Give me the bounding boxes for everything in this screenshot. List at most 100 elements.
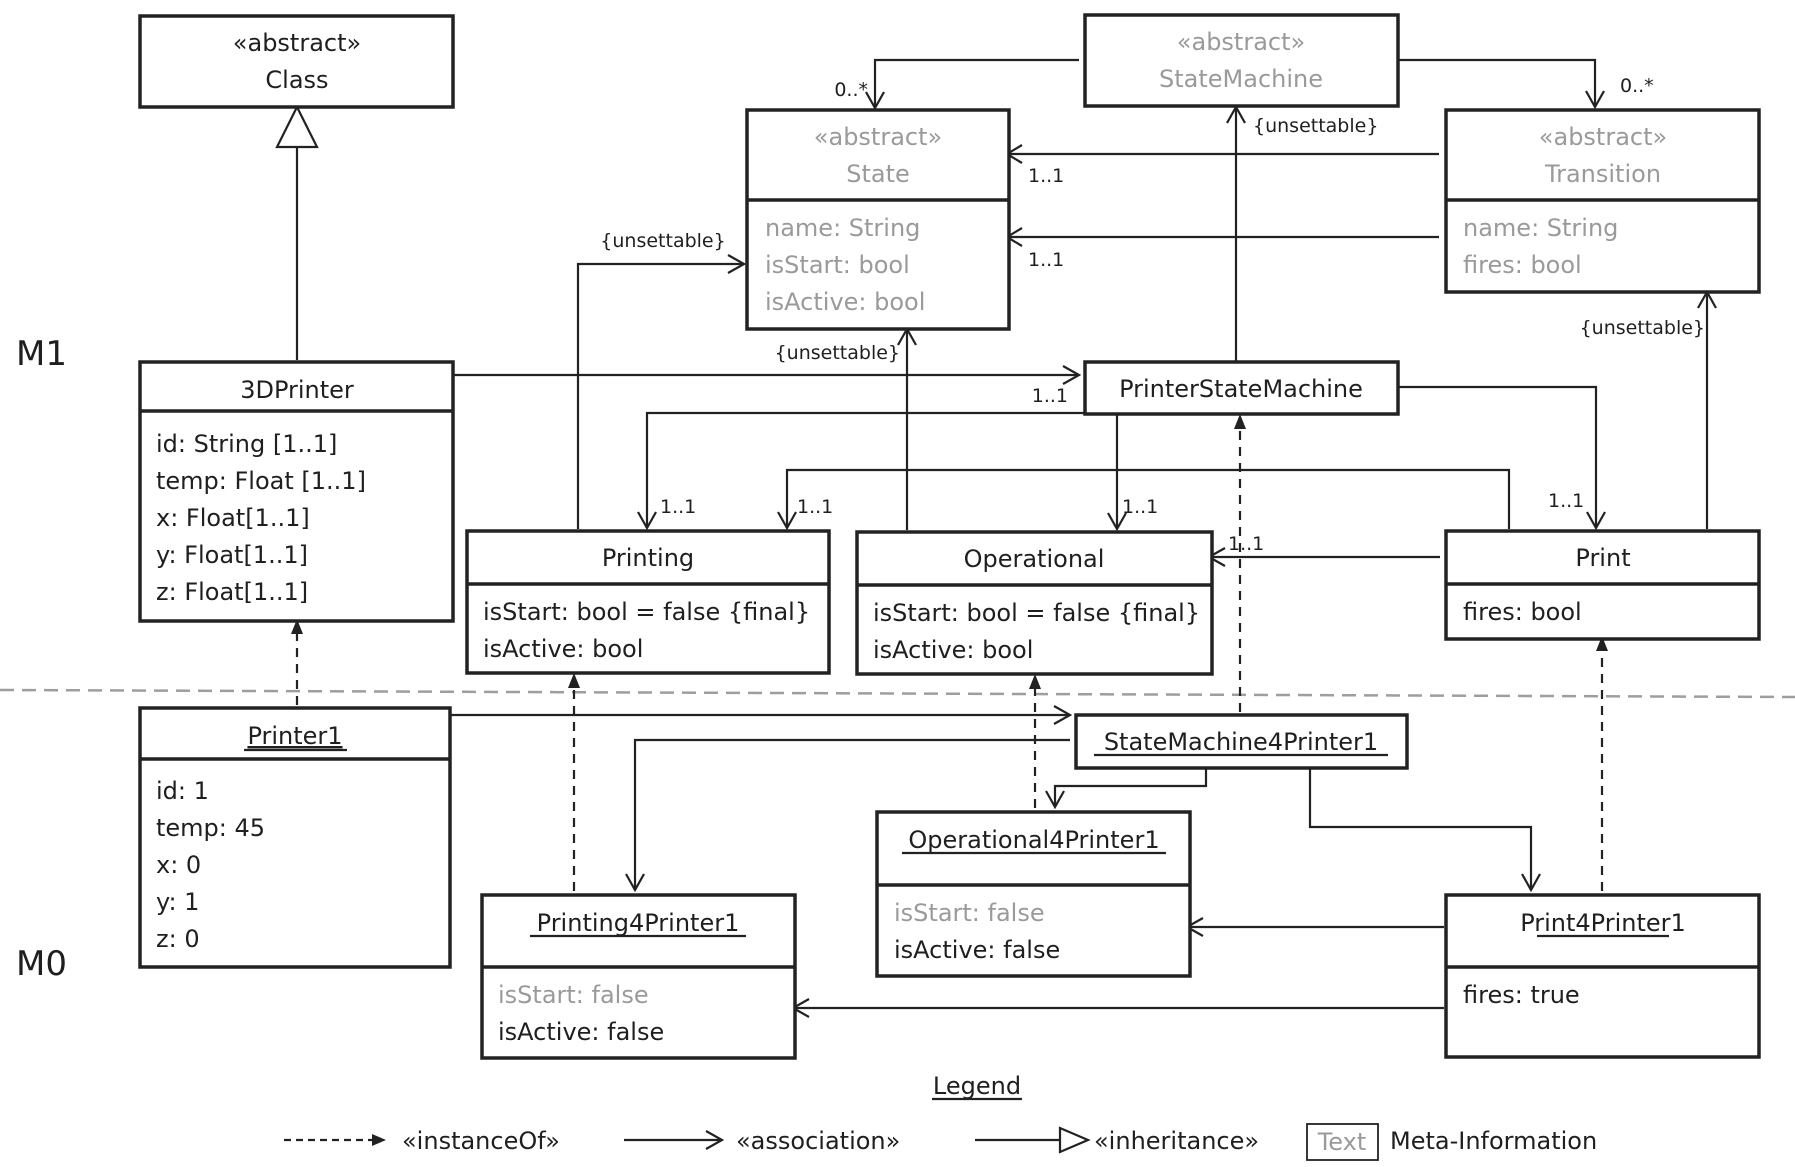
link-print4printer1-operational4printer1	[1184, 917, 1444, 937]
link-sm4printer1-printing4printer1	[625, 738, 1070, 893]
class-stereotype: «abstract»	[814, 123, 942, 151]
assoc-psm-printing: 1..1	[637, 411, 1118, 531]
assoc-statemachine-state: 0..*	[834, 58, 1079, 111]
class-name: State	[846, 160, 910, 188]
object-name: Printing4Printer1	[537, 909, 740, 937]
attribute: fires: bool	[1463, 251, 1582, 279]
attribute: isActive: false	[894, 936, 1060, 964]
arrowhead-icon	[1053, 705, 1073, 725]
attribute: x: 0	[156, 851, 201, 879]
object-name: Operational4Printer1	[908, 826, 1159, 854]
class-stereotype: «abstract»	[1177, 28, 1305, 56]
arrowhead-icon	[865, 91, 885, 111]
class-box-statemachine[interactable]: «abstract» StateMachine	[1083, 13, 1400, 108]
arrowhead-filled-icon	[1029, 674, 1041, 689]
constraint-label: {unsettable}	[600, 230, 725, 252]
attribute: id: String [1..1]	[156, 430, 337, 458]
legend-label: «inheritance»	[1094, 1127, 1259, 1155]
object-name: Print4Printer1	[1520, 909, 1686, 937]
level-label-m0: M0	[16, 944, 67, 984]
assoc-psm-print: 1..1	[1393, 385, 1606, 531]
arrowhead-filled-icon	[291, 619, 303, 634]
multiplicity-label: 1..1	[1028, 249, 1064, 271]
assoc-statemachine-transition: 0..*	[1392, 58, 1654, 110]
arrowhead-icon	[637, 511, 657, 531]
object-box-operational4printer1[interactable]: Operational4Printer1 isStart: false isAc…	[875, 810, 1192, 978]
multiplicity-label: 0..*	[1620, 75, 1654, 97]
legend-label: Meta-Information	[1390, 1127, 1597, 1155]
assoc-transition-state-target: 1..1	[1004, 227, 1439, 271]
legend: Legend «instanceOf» «association» «inher…	[284, 1072, 1597, 1161]
arrowhead-icon	[777, 511, 797, 531]
meta-sample-box	[1306, 1123, 1379, 1161]
arrowhead-icon	[1062, 365, 1082, 385]
attribute: fires: true	[1463, 981, 1580, 1009]
attribute: z: 0	[156, 925, 200, 953]
assoc-printing-state: {unsettable}	[576, 230, 747, 529]
arrowhead-icon	[705, 1130, 725, 1150]
arrowhead-icon	[1585, 90, 1605, 110]
attribute: isStart: bool	[765, 251, 910, 279]
assoc-print-transition: {unsettable}	[1580, 289, 1717, 529]
assoc-transition-state-source: 1..1	[1004, 144, 1439, 187]
constraint-label: {unsettable}	[1253, 115, 1378, 137]
object-box-printer1[interactable]: Printer1 id: 1 temp: 45 x: 0 y: 1 z: 0	[138, 706, 452, 969]
class-stereotype: «abstract»	[1539, 123, 1667, 151]
class-box-operational[interactable]: Operational isStart: bool = false {final…	[855, 530, 1214, 676]
class-name: Transition	[1544, 160, 1661, 188]
constraint-label: {unsettable}	[775, 342, 900, 364]
attribute: isActive: bool	[765, 288, 925, 316]
assoc-psm-operational: 1..1	[1107, 413, 1158, 532]
link-printer1-sm4printer1	[449, 705, 1073, 725]
instanceof-print4printer1-print	[1596, 636, 1608, 891]
constraint-label: {unsettable}	[1580, 317, 1705, 339]
class-box-print[interactable]: Print fires: bool	[1444, 529, 1761, 641]
attribute: isActive: false	[498, 1018, 664, 1046]
legend-meta-information: Text Meta-Information	[1306, 1123, 1597, 1161]
class-name: StateMachine	[1159, 65, 1323, 93]
instanceof-operational4printer1-operational	[1029, 674, 1041, 808]
object-box-print4printer1[interactable]: Print4Printer1 fires: true	[1444, 893, 1761, 1059]
object-name: Printer1	[247, 722, 342, 750]
arrowhead-icon	[1586, 511, 1606, 531]
assoc-psm-statemachine: {unsettable}	[1226, 104, 1378, 361]
level-separator	[0, 688, 1795, 699]
class-name: 3DPrinter	[240, 376, 354, 404]
attribute: isStart: bool = false {final}	[873, 599, 1200, 627]
arrowhead-filled-icon	[372, 1134, 386, 1146]
arrowhead-icon	[1521, 873, 1541, 893]
inheritance-3dprinter-class	[275, 104, 319, 360]
class-name: Class	[265, 66, 328, 94]
legend-instanceof: «instanceOf»	[284, 1127, 560, 1155]
attribute: isStart: false	[498, 981, 649, 1009]
class-box-3dprinter[interactable]: 3DPrinter id: String [1..1] temp: Float …	[138, 360, 455, 623]
arrowhead-icon	[1107, 512, 1127, 532]
attribute: x: Float[1..1]	[156, 504, 310, 532]
class-name: Print	[1575, 544, 1630, 572]
link-sm4printer1-operational4printer1	[1045, 766, 1208, 810]
class-box-transition[interactable]: «abstract» Transition name: String fires…	[1444, 108, 1761, 294]
attribute: isActive: bool	[483, 635, 643, 663]
class-box-printerstatemachine[interactable]: PrinterStateMachine	[1083, 360, 1400, 416]
instanceof-sm4printer1-psm	[1234, 414, 1246, 712]
class-box-class[interactable]: «abstract» Class	[138, 14, 455, 109]
legend-inheritance: «inheritance»	[975, 1126, 1259, 1155]
arrowhead-icon	[625, 873, 645, 893]
multiplicity-label: 1..1	[660, 496, 696, 518]
multiplicity-label: 1..1	[1028, 165, 1064, 187]
class-box-state[interactable]: «abstract» State name: String isStart: b…	[745, 108, 1011, 331]
object-box-statemachine4printer1[interactable]: StateMachine4Printer1	[1074, 713, 1409, 770]
class-name: PrinterStateMachine	[1119, 375, 1363, 403]
class-box-printing[interactable]: Printing isStart: bool = false {final} i…	[465, 529, 831, 675]
attribute: y: Float[1..1]	[156, 541, 308, 569]
attribute: isStart: bool = false {final}	[483, 598, 810, 626]
legend-association: «association»	[624, 1127, 900, 1155]
attribute: isActive: bool	[873, 636, 1033, 664]
attribute: temp: 45	[156, 814, 265, 842]
object-box-printing4printer1[interactable]: Printing4Printer1 isStart: false isActiv…	[480, 893, 797, 1060]
multiplicity-label: 1..1	[1548, 490, 1584, 512]
multiplicity-label: 1..1	[1122, 496, 1158, 518]
inheritance-triangle-icon	[275, 104, 319, 149]
attribute: fires: bool	[1463, 598, 1582, 626]
